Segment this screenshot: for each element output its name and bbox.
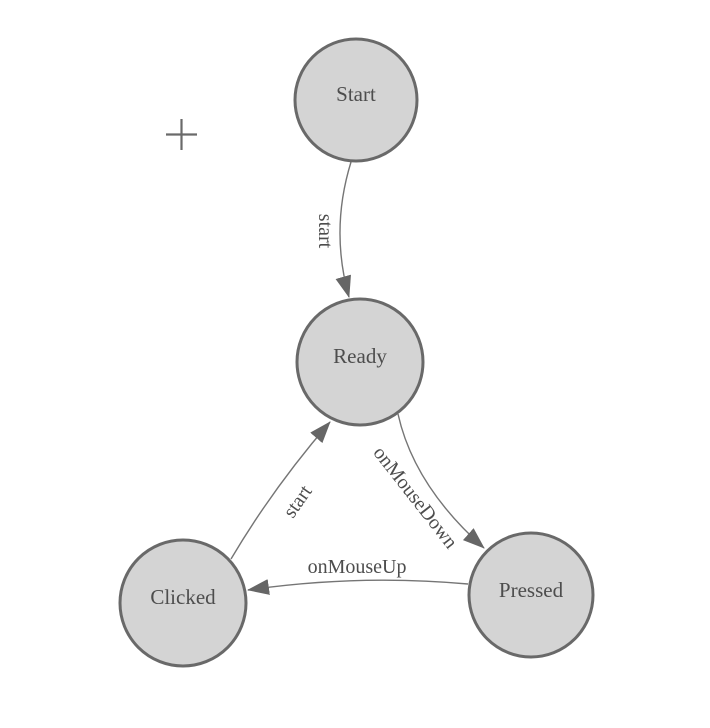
edge-start-to-ready-label: start: [314, 214, 336, 249]
node-start-label: Start: [336, 82, 376, 106]
edge-clicked-to-ready[interactable]: start: [230, 421, 331, 560]
node-ready-circle[interactable]: [295, 297, 425, 427]
node-start[interactable]: Start: [293, 37, 419, 163]
edge-pressed-to-clicked-label: onMouseUp: [308, 556, 407, 578]
edge-start-to-ready-path[interactable]: [335, 161, 352, 298]
node-clicked-circle[interactable]: [118, 538, 248, 668]
edge-ready-to-pressed-path[interactable]: [397, 413, 485, 549]
edge-clicked-to-ready-label: start: [279, 481, 317, 522]
node-pressed[interactable]: Pressed: [467, 531, 595, 659]
node-clicked-label: Clicked: [150, 585, 216, 609]
node-ready[interactable]: Ready: [295, 297, 425, 427]
node-ready-label: Ready: [333, 344, 387, 368]
edge-start-to-ready[interactable]: start: [314, 161, 352, 298]
node-clicked[interactable]: Clicked: [118, 538, 248, 668]
node-pressed-label: Pressed: [499, 578, 564, 602]
edge-pressed-to-clicked-path[interactable]: [247, 579, 469, 595]
crosshair-plus-icon: [166, 119, 197, 150]
node-start-circle[interactable]: [293, 37, 419, 163]
node-pressed-circle[interactable]: [467, 531, 595, 659]
edge-ready-to-pressed[interactable]: onMouseDown: [369, 413, 485, 553]
edge-clicked-to-ready-path[interactable]: [230, 421, 331, 560]
edge-ready-to-pressed-label: onMouseDown: [369, 442, 462, 553]
edge-pressed-to-clicked[interactable]: onMouseUp: [247, 556, 469, 595]
